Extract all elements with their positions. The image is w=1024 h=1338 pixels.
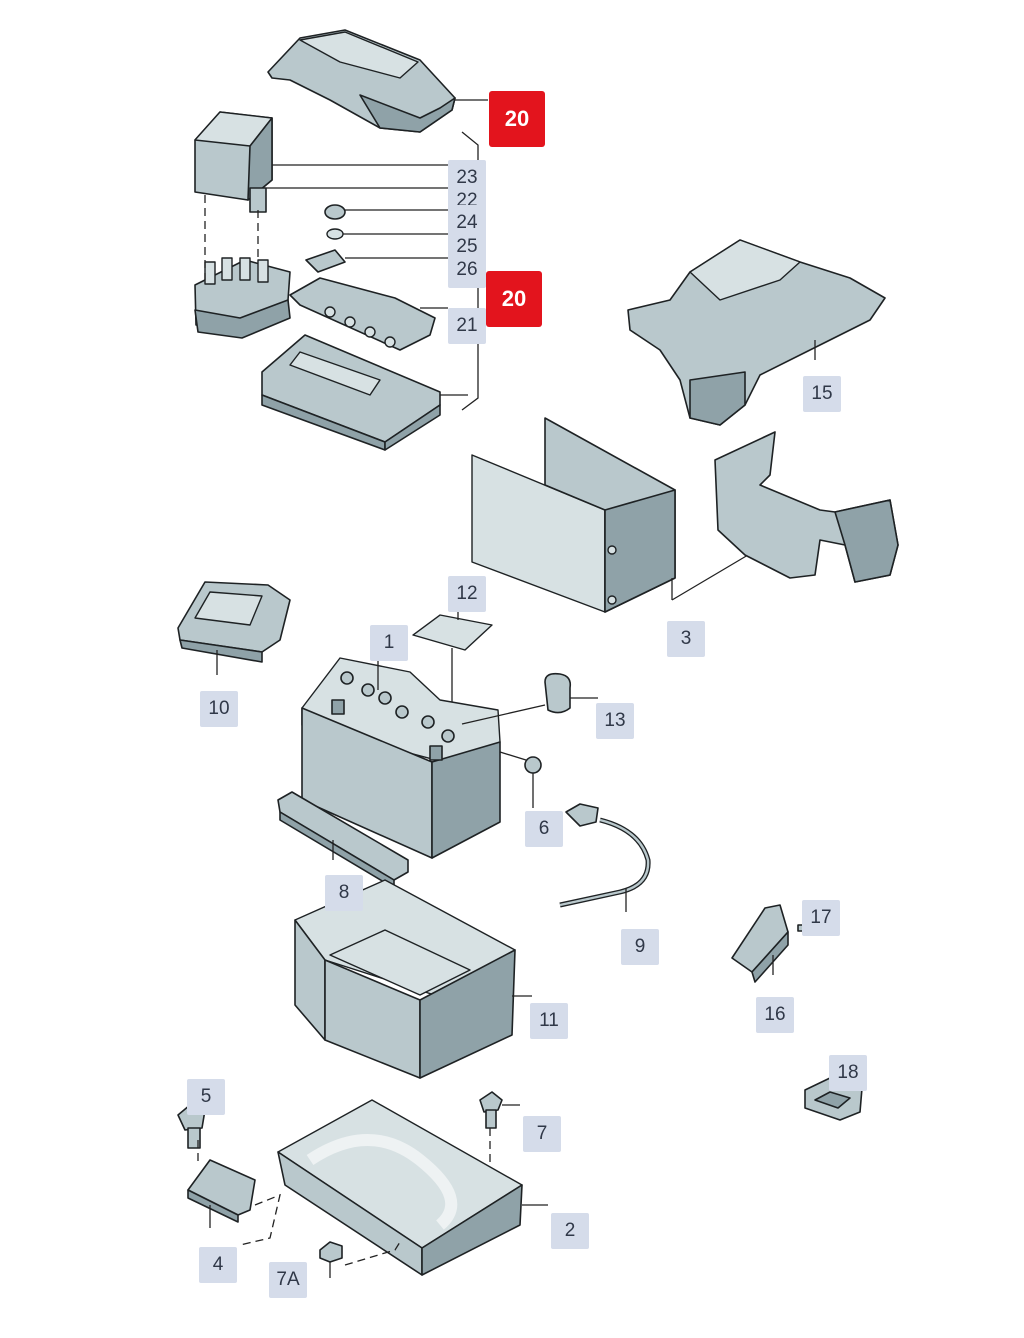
- part-clamp-4[interactable]: [187, 1140, 281, 1246]
- part-heat-shield[interactable]: [714, 431, 899, 583]
- part-tray-base-2[interactable]: [277, 1099, 548, 1276]
- callout-3[interactable]: 3: [667, 621, 705, 657]
- part-fuse-22[interactable]: [249, 187, 448, 213]
- callout-18[interactable]: 18: [829, 1055, 867, 1091]
- part-vent-plug-6[interactable]: [499, 751, 542, 808]
- part-cable-9[interactable]: [559, 803, 651, 912]
- callout-17[interactable]: 17: [802, 900, 840, 936]
- callout-21[interactable]: 21: [448, 308, 486, 344]
- part-bolt-7[interactable]: [479, 1091, 520, 1168]
- callout-20a[interactable]: 20: [489, 91, 545, 147]
- callout-16[interactable]: 16: [756, 997, 794, 1033]
- callout-6[interactable]: 6: [525, 811, 563, 847]
- callout-20b[interactable]: 20: [486, 271, 542, 327]
- callout-7[interactable]: 7: [523, 1116, 561, 1152]
- callout-5[interactable]: 5: [187, 1079, 225, 1115]
- part-retainer-8[interactable]: [277, 791, 409, 889]
- part-bracket-15[interactable]: [627, 239, 886, 426]
- part-terminal-cap-13[interactable]: [461, 672, 598, 725]
- callout-4[interactable]: 4: [199, 1247, 237, 1283]
- callout-13[interactable]: 13: [596, 703, 634, 739]
- callout-9[interactable]: 9: [621, 929, 659, 965]
- callout-26[interactable]: 26: [448, 252, 486, 288]
- part-insulating-sleeve-3[interactable]: [471, 417, 749, 613]
- part-relay-23[interactable]: [194, 111, 448, 201]
- part-fuse-holder[interactable]: [194, 195, 291, 339]
- callout-15[interactable]: 15: [803, 376, 841, 412]
- part-control-unit-16[interactable]: [731, 904, 789, 983]
- callout-7A[interactable]: 7A: [269, 1262, 307, 1298]
- part-nut-24[interactable]: [324, 204, 448, 220]
- part-busbar-21[interactable]: [289, 277, 448, 351]
- part-lug-26[interactable]: [305, 249, 448, 273]
- part-battery-1[interactable]: [301, 655, 501, 859]
- callout-12[interactable]: 12: [448, 576, 486, 612]
- part-nut-7A[interactable]: [319, 1241, 401, 1278]
- part-washer-25[interactable]: [326, 228, 448, 240]
- callout-10[interactable]: 10: [200, 691, 238, 727]
- part-fusebox-cover[interactable]: [267, 29, 488, 133]
- callout-8[interactable]: 8: [325, 875, 363, 911]
- part-fusebox-base[interactable]: [261, 334, 468, 451]
- callout-11[interactable]: 11: [530, 1003, 568, 1039]
- part-cover-10[interactable]: [177, 581, 291, 675]
- part-label-12[interactable]: [412, 598, 493, 720]
- callout-2[interactable]: 2: [551, 1213, 589, 1249]
- callout-1[interactable]: 1: [370, 625, 408, 661]
